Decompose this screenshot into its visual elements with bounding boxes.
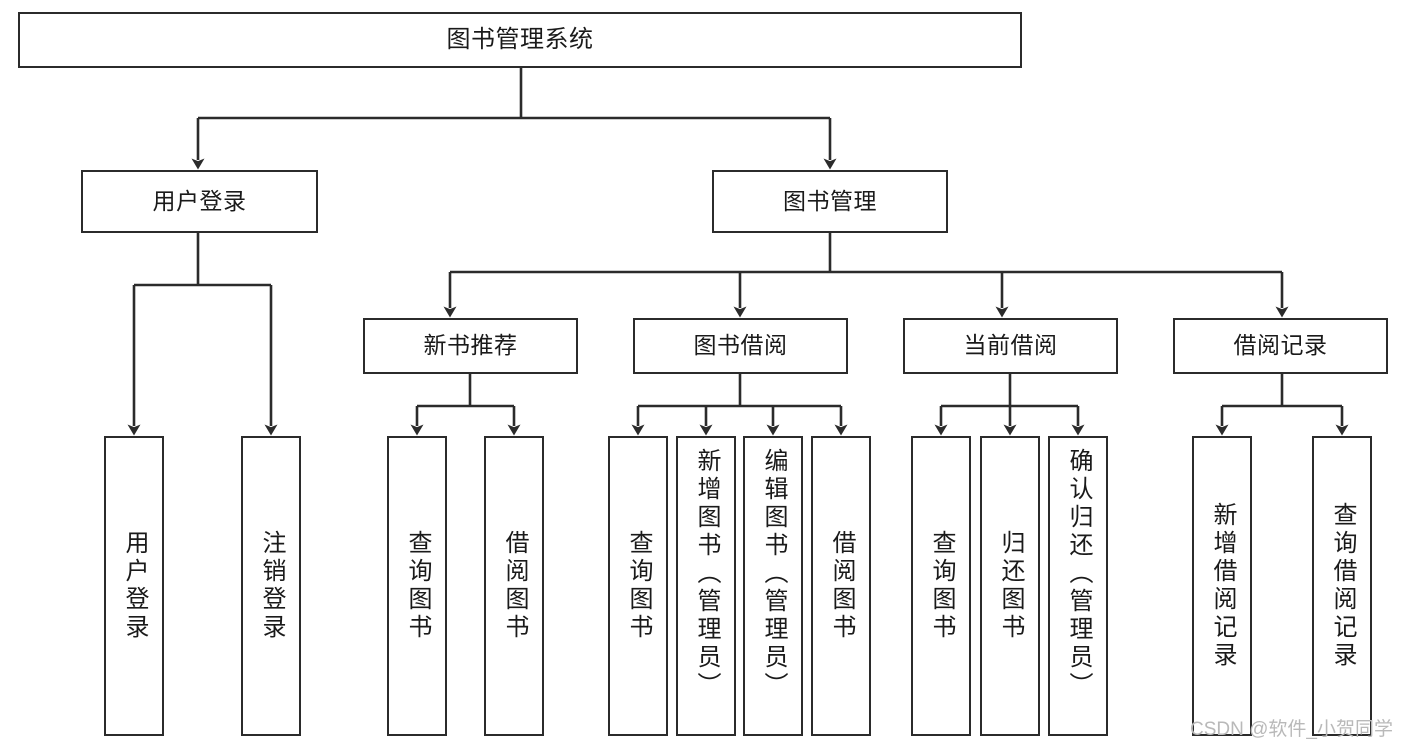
node-label: 借阅记录	[1233, 332, 1328, 359]
node-leaf-query-book-current[interactable]: 查询图书	[911, 436, 971, 736]
node-borrow-record[interactable]: 借阅记录	[1173, 318, 1388, 374]
node-leaf-add-borrow-record[interactable]: 新增借阅记录	[1192, 436, 1252, 736]
node-leaf-borrow-book-recommend[interactable]: 借阅图书	[484, 436, 544, 736]
csdn-watermark: CSDN @软件_小贺同学	[1190, 719, 1393, 740]
node-label: 注销登录	[258, 530, 285, 642]
node-label: 图书借阅	[693, 332, 788, 359]
node-leaf-confirm-return-admin[interactable]: 确认归还（管理员）	[1048, 436, 1108, 736]
node-label: 查询图书	[404, 530, 431, 642]
node-leaf-user-login[interactable]: 用户登录	[104, 436, 164, 736]
node-book-borrow[interactable]: 图书借阅	[633, 318, 848, 374]
node-label: 新增图书（管理员）	[693, 448, 720, 700]
node-new-book-recommend[interactable]: 新书推荐	[363, 318, 578, 374]
node-label: 查询借阅记录	[1329, 502, 1356, 670]
node-label: 新增借阅记录	[1209, 502, 1236, 670]
node-leaf-borrow-book[interactable]: 借阅图书	[811, 436, 871, 736]
node-label: 用户登录	[121, 530, 148, 642]
node-label: 借阅图书	[828, 530, 855, 642]
node-current-borrow[interactable]: 当前借阅	[903, 318, 1118, 374]
node-label: 图书管理系统	[446, 25, 594, 53]
node-label: 编辑图书（管理员）	[760, 448, 787, 700]
node-label: 当前借阅	[963, 332, 1058, 359]
node-leaf-query-book-borrow[interactable]: 查询图书	[608, 436, 668, 736]
node-label: 借阅图书	[501, 530, 528, 642]
node-leaf-query-book-recommend[interactable]: 查询图书	[387, 436, 447, 736]
node-label: 确认归还（管理员）	[1065, 448, 1092, 700]
node-user-login[interactable]: 用户登录	[81, 170, 318, 233]
node-leaf-edit-book-admin[interactable]: 编辑图书（管理员）	[743, 436, 803, 736]
node-label: 查询图书	[928, 530, 955, 642]
node-leaf-query-borrow-record[interactable]: 查询借阅记录	[1312, 436, 1372, 736]
node-book-management[interactable]: 图书管理	[712, 170, 948, 233]
node-root-book-management-system[interactable]: 图书管理系统	[18, 12, 1022, 68]
node-leaf-logout[interactable]: 注销登录	[241, 436, 301, 736]
node-label: 查询图书	[625, 530, 652, 642]
node-label: 新书推荐	[423, 332, 518, 359]
node-label: 图书管理	[783, 187, 877, 214]
node-label: 归还图书	[997, 530, 1024, 642]
node-leaf-add-book-admin[interactable]: 新增图书（管理员）	[676, 436, 736, 736]
node-leaf-return-book[interactable]: 归还图书	[980, 436, 1040, 736]
node-label: 用户登录	[152, 187, 247, 214]
